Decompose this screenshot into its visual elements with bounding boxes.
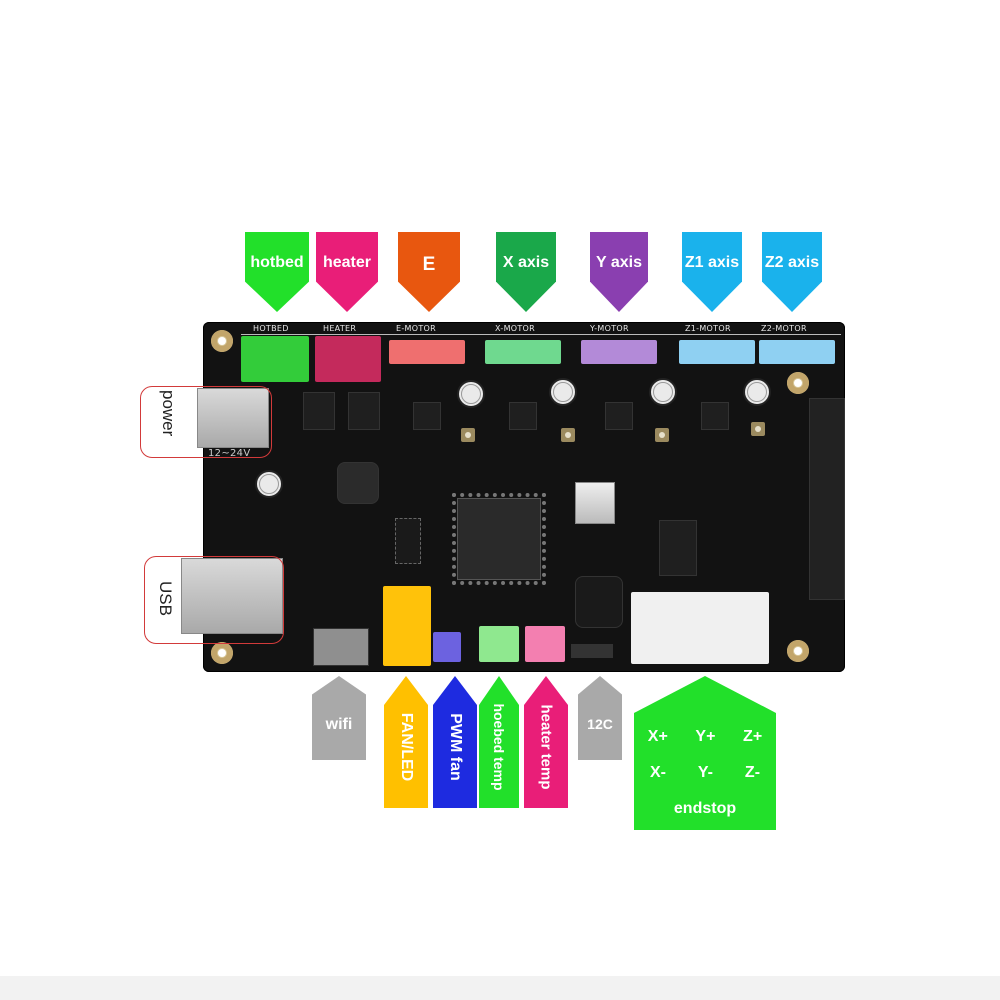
z2-motor-connector <box>759 340 835 364</box>
endstop-row-1: X+ Y+ Z+ <box>634 728 776 746</box>
endstop-z-minus: Z- <box>744 764 761 781</box>
silk-z2-motor: Z2-MOTOR <box>761 324 807 333</box>
endstop-x-plus: X+ <box>647 728 668 745</box>
endstop-row-2: X- Y- Z- <box>634 764 776 782</box>
label-y-axis-text: Y axis <box>596 254 642 271</box>
label-e-text: E <box>422 254 436 275</box>
label-z1-axis: Z1 axis <box>682 232 742 312</box>
sd-slot <box>809 398 845 600</box>
endstop-connectors <box>631 592 769 664</box>
silk-hotbed: HOTBED <box>253 324 289 333</box>
e-motor-connector <box>389 340 465 364</box>
bottom-strip <box>0 976 1000 1000</box>
x-motor-connector <box>485 340 561 364</box>
endstop-title: endstop <box>673 800 737 817</box>
capacitor-3 <box>649 378 677 406</box>
hotbed-temp-connector <box>479 626 519 662</box>
capacitor-4 <box>743 378 771 406</box>
label-heater: heater <box>316 232 378 312</box>
silk-y-motor: Y-MOTOR <box>590 324 629 333</box>
label-power: power <box>159 390 178 437</box>
label-hotbed: hotbed <box>245 232 309 312</box>
pin-header <box>395 518 421 564</box>
mount-hole-top-left <box>211 330 233 352</box>
potentiometer-3 <box>655 428 669 442</box>
regulator-1 <box>303 392 335 430</box>
silk-e-motor: E-MOTOR <box>396 324 436 333</box>
hotbed-terminal <box>241 336 309 382</box>
label-hotbed-temp-text: hoebed temp <box>491 703 507 791</box>
label-fan-led-text: FAN/LED <box>398 713 415 782</box>
usb-port <box>181 558 283 634</box>
heater-temp-connector <box>525 626 565 662</box>
label-i2c-text: 12C <box>587 716 613 732</box>
silk-divider <box>241 334 841 335</box>
regulator-2 <box>348 392 380 430</box>
label-i2c: 12C <box>578 676 622 760</box>
label-endstop: X+ Y+ Z+ X- Y- Z- endstop <box>634 676 776 830</box>
silk-voltage: 12~24V <box>208 448 251 459</box>
label-heater-text: heater <box>322 254 372 271</box>
label-e: E <box>398 232 460 312</box>
mount-hole-bottom-left <box>211 642 233 664</box>
driver-chip-y <box>605 402 633 430</box>
label-wifi: wifi <box>312 676 366 760</box>
power-jack <box>197 388 269 448</box>
endstop-z-plus: Z+ <box>743 728 763 745</box>
capacitor-1 <box>457 380 485 408</box>
driver-chip-z <box>701 402 729 430</box>
potentiometer-2 <box>561 428 575 442</box>
flex-connector <box>575 482 615 524</box>
usb-outline <box>144 556 284 644</box>
controller-board: HOTBED HEATER E-MOTOR X-MOTOR Y-MOTOR Z1… <box>181 322 845 672</box>
driver-ic-right <box>659 520 697 576</box>
driver-chip-x <box>509 402 537 430</box>
label-usb: USB <box>156 581 175 616</box>
power-outline <box>140 386 272 458</box>
label-heater-temp-text: heater temp <box>537 704 555 790</box>
y-motor-connector <box>581 340 657 364</box>
label-fan-led: FAN/LED <box>384 676 428 808</box>
silk-heater: HEATER <box>323 324 357 333</box>
inductor <box>337 462 379 504</box>
potentiometer-4 <box>751 422 765 436</box>
silk-x-motor: X-MOTOR <box>495 324 536 333</box>
mount-hole-top-right <box>787 372 809 394</box>
label-z2-axis-text: Z2 axis <box>764 254 820 271</box>
label-y-axis: Y axis <box>590 232 648 312</box>
label-pwm-fan-text: PWM fan <box>447 713 464 782</box>
label-wifi-text: wifi <box>325 716 353 733</box>
label-hotbed-temp: hoebed temp <box>479 676 519 808</box>
label-heater-temp: heater temp <box>524 676 568 808</box>
microcontroller <box>452 493 546 585</box>
endstop-y-minus: Y- <box>697 764 713 781</box>
endstop-x-minus: X- <box>649 764 666 781</box>
buzzer <box>575 576 623 628</box>
heater-terminal <box>315 336 381 382</box>
fan-led-connector <box>383 586 431 666</box>
mount-hole-bottom-right <box>787 640 809 662</box>
label-pwm-fan: PWM fan <box>433 676 477 808</box>
capacitor-2 <box>549 378 577 406</box>
label-hotbed-text: hotbed <box>250 254 304 271</box>
label-x-axis-text: X axis <box>502 254 550 271</box>
label-z1-axis-text: Z1 axis <box>684 254 740 271</box>
pwm-fan-connector <box>433 632 461 662</box>
endstop-y-plus: Y+ <box>695 728 716 745</box>
wifi-header <box>313 628 369 666</box>
i2c-header <box>571 644 613 658</box>
z1-motor-connector <box>679 340 755 364</box>
silk-z1-motor: Z1-MOTOR <box>685 324 731 333</box>
potentiometer-1 <box>461 428 475 442</box>
capacitor-5 <box>255 470 283 498</box>
label-x-axis: X axis <box>496 232 556 312</box>
driver-chip-e <box>413 402 441 430</box>
label-z2-axis: Z2 axis <box>762 232 822 312</box>
